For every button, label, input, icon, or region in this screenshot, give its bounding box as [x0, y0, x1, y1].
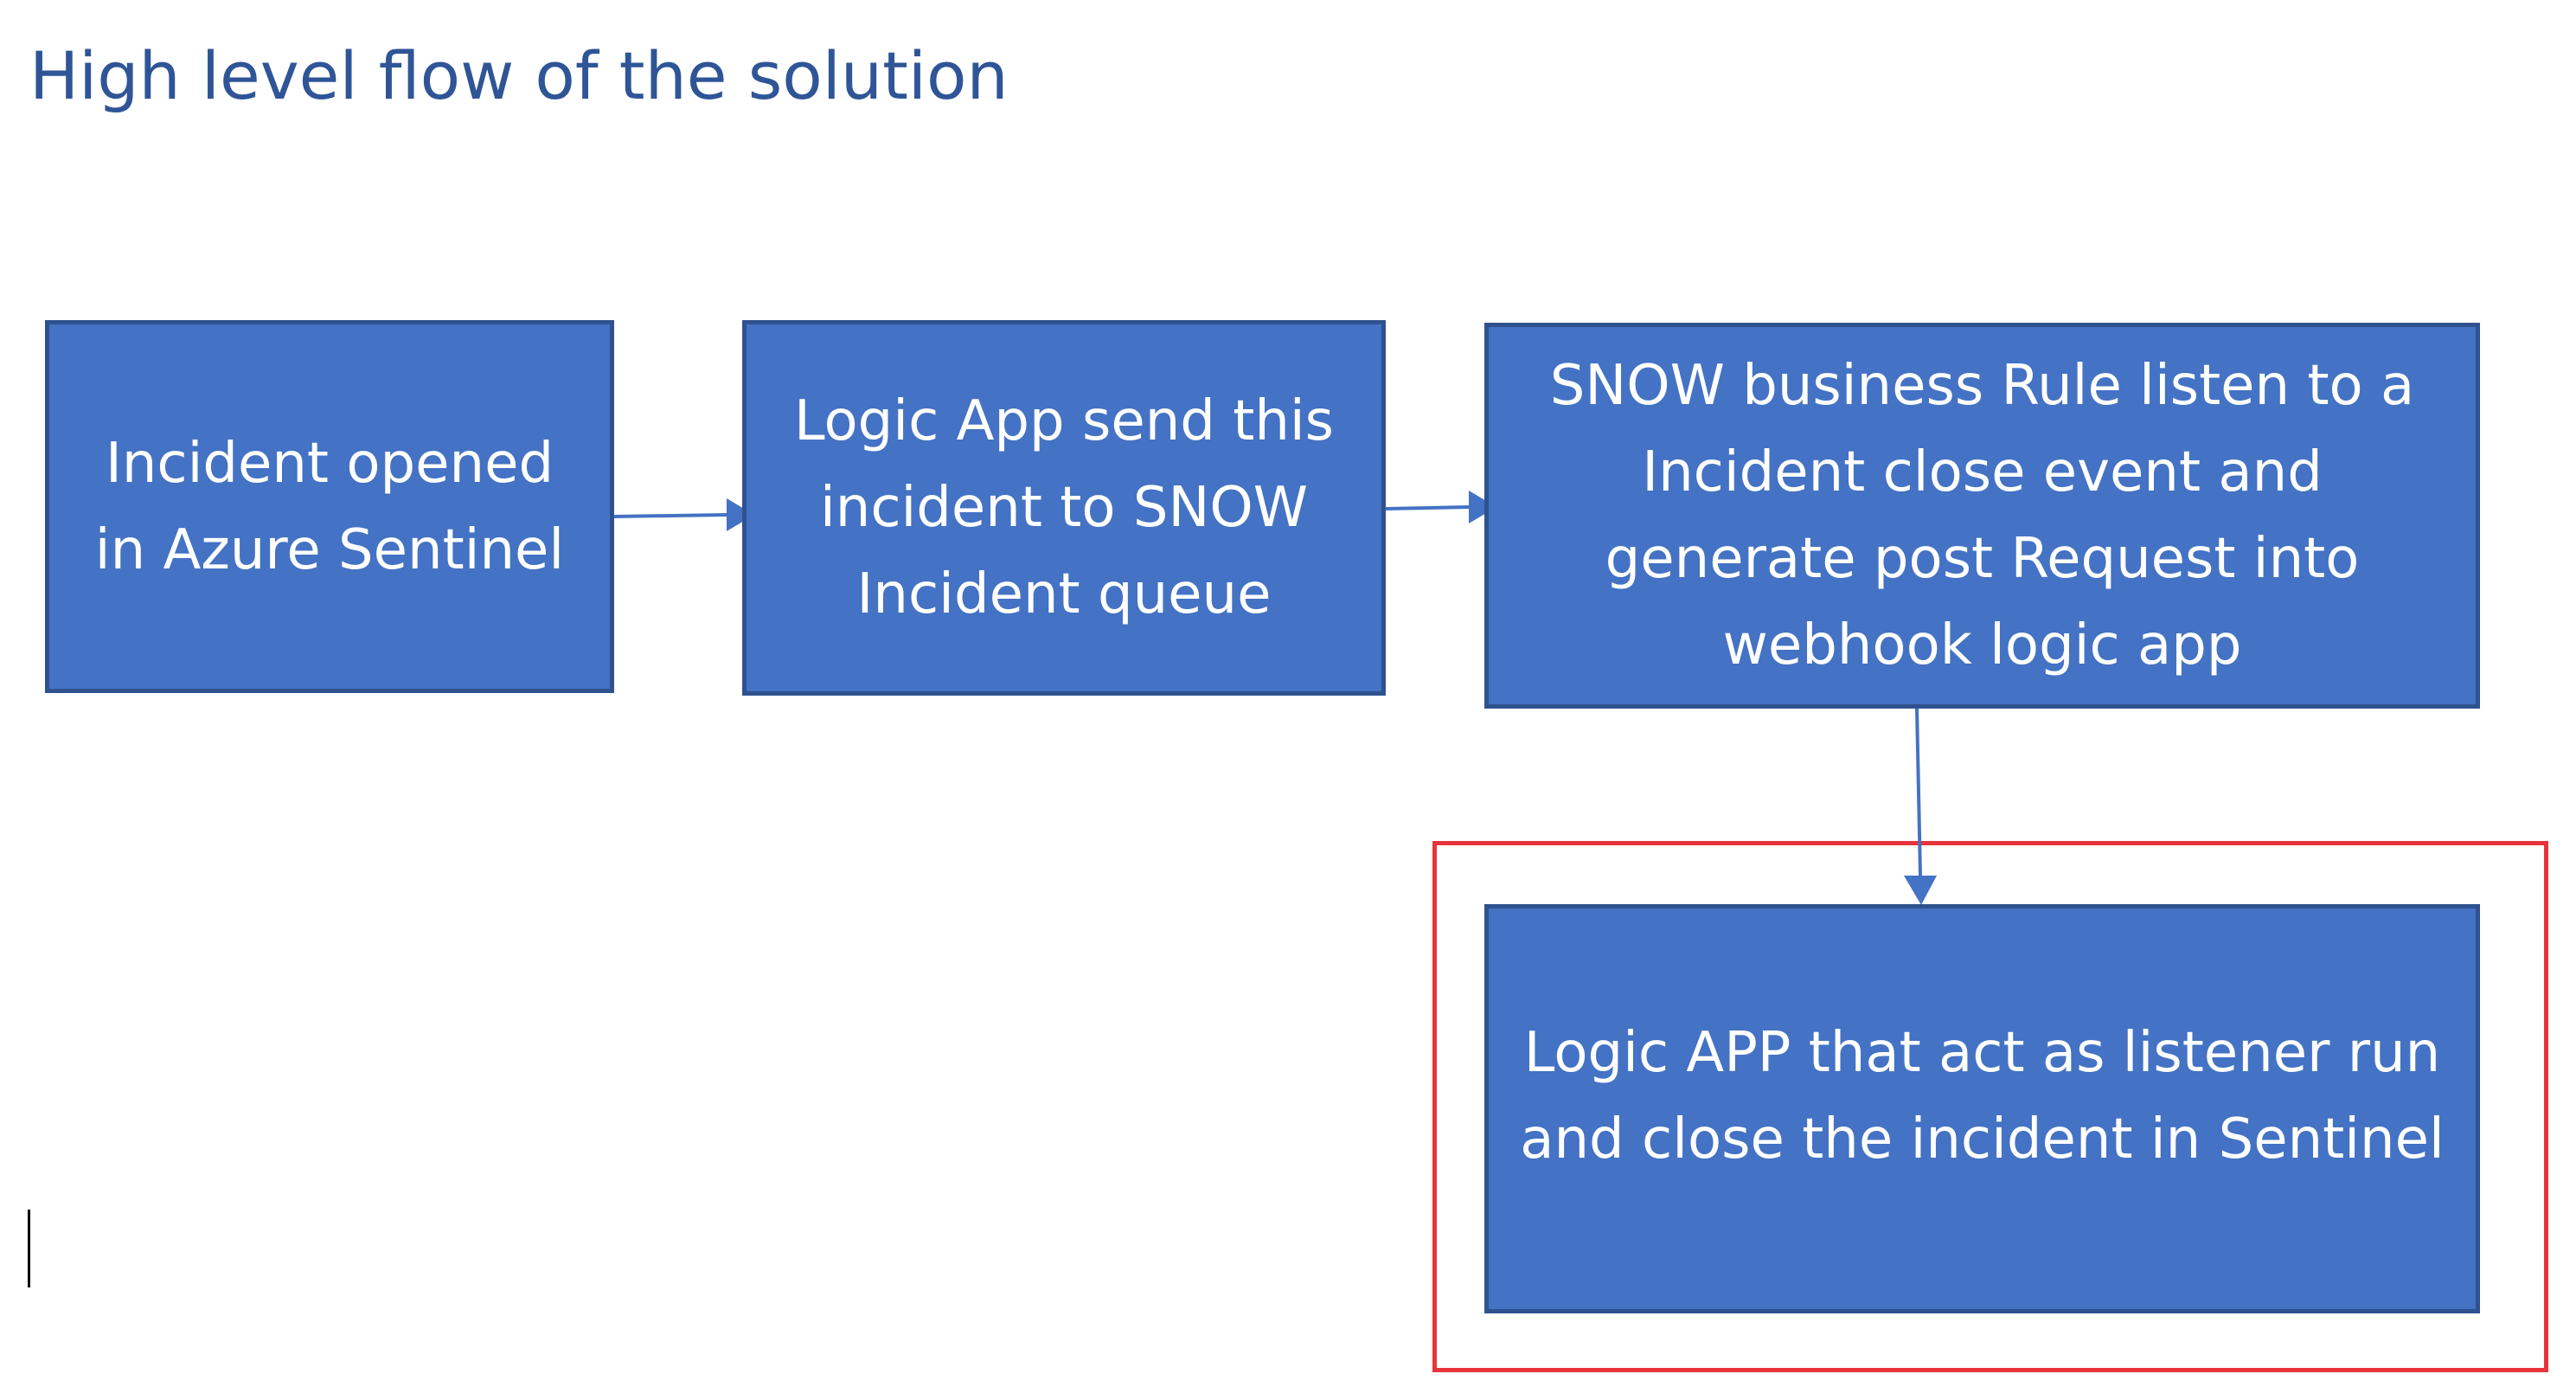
- step-text: SNOW business Rule listen to a Incident …: [1549, 354, 2415, 677]
- step-text: Logic APP that act as listener run and c…: [1520, 1020, 2445, 1172]
- text-cursor: [28, 1210, 30, 1287]
- step-text: Incident opened in Azure Sentinel: [94, 431, 565, 582]
- diagram-title: High level flow of the solution: [29, 37, 1009, 114]
- step-text: Logic App send this incident to SNOW Inc…: [793, 389, 1335, 626]
- arrow-step2-to-step3: [1385, 491, 1496, 523]
- arrow-step1-to-step2: [613, 498, 754, 531]
- step-box-snow-business-rule: SNOW business Rule listen to a Incident …: [1484, 323, 2480, 709]
- step-box-incident-opened: Incident opened in Azure Sentinel: [45, 320, 614, 693]
- step-box-send-to-snow: Logic App send this incident to SNOW Inc…: [742, 320, 1386, 696]
- arrow-step3-to-step4: [1904, 708, 1937, 905]
- highlight-frame: [1432, 841, 2548, 1372]
- step-box-listener-logic-app: Logic APP that act as listener run and c…: [1484, 904, 2480, 1313]
